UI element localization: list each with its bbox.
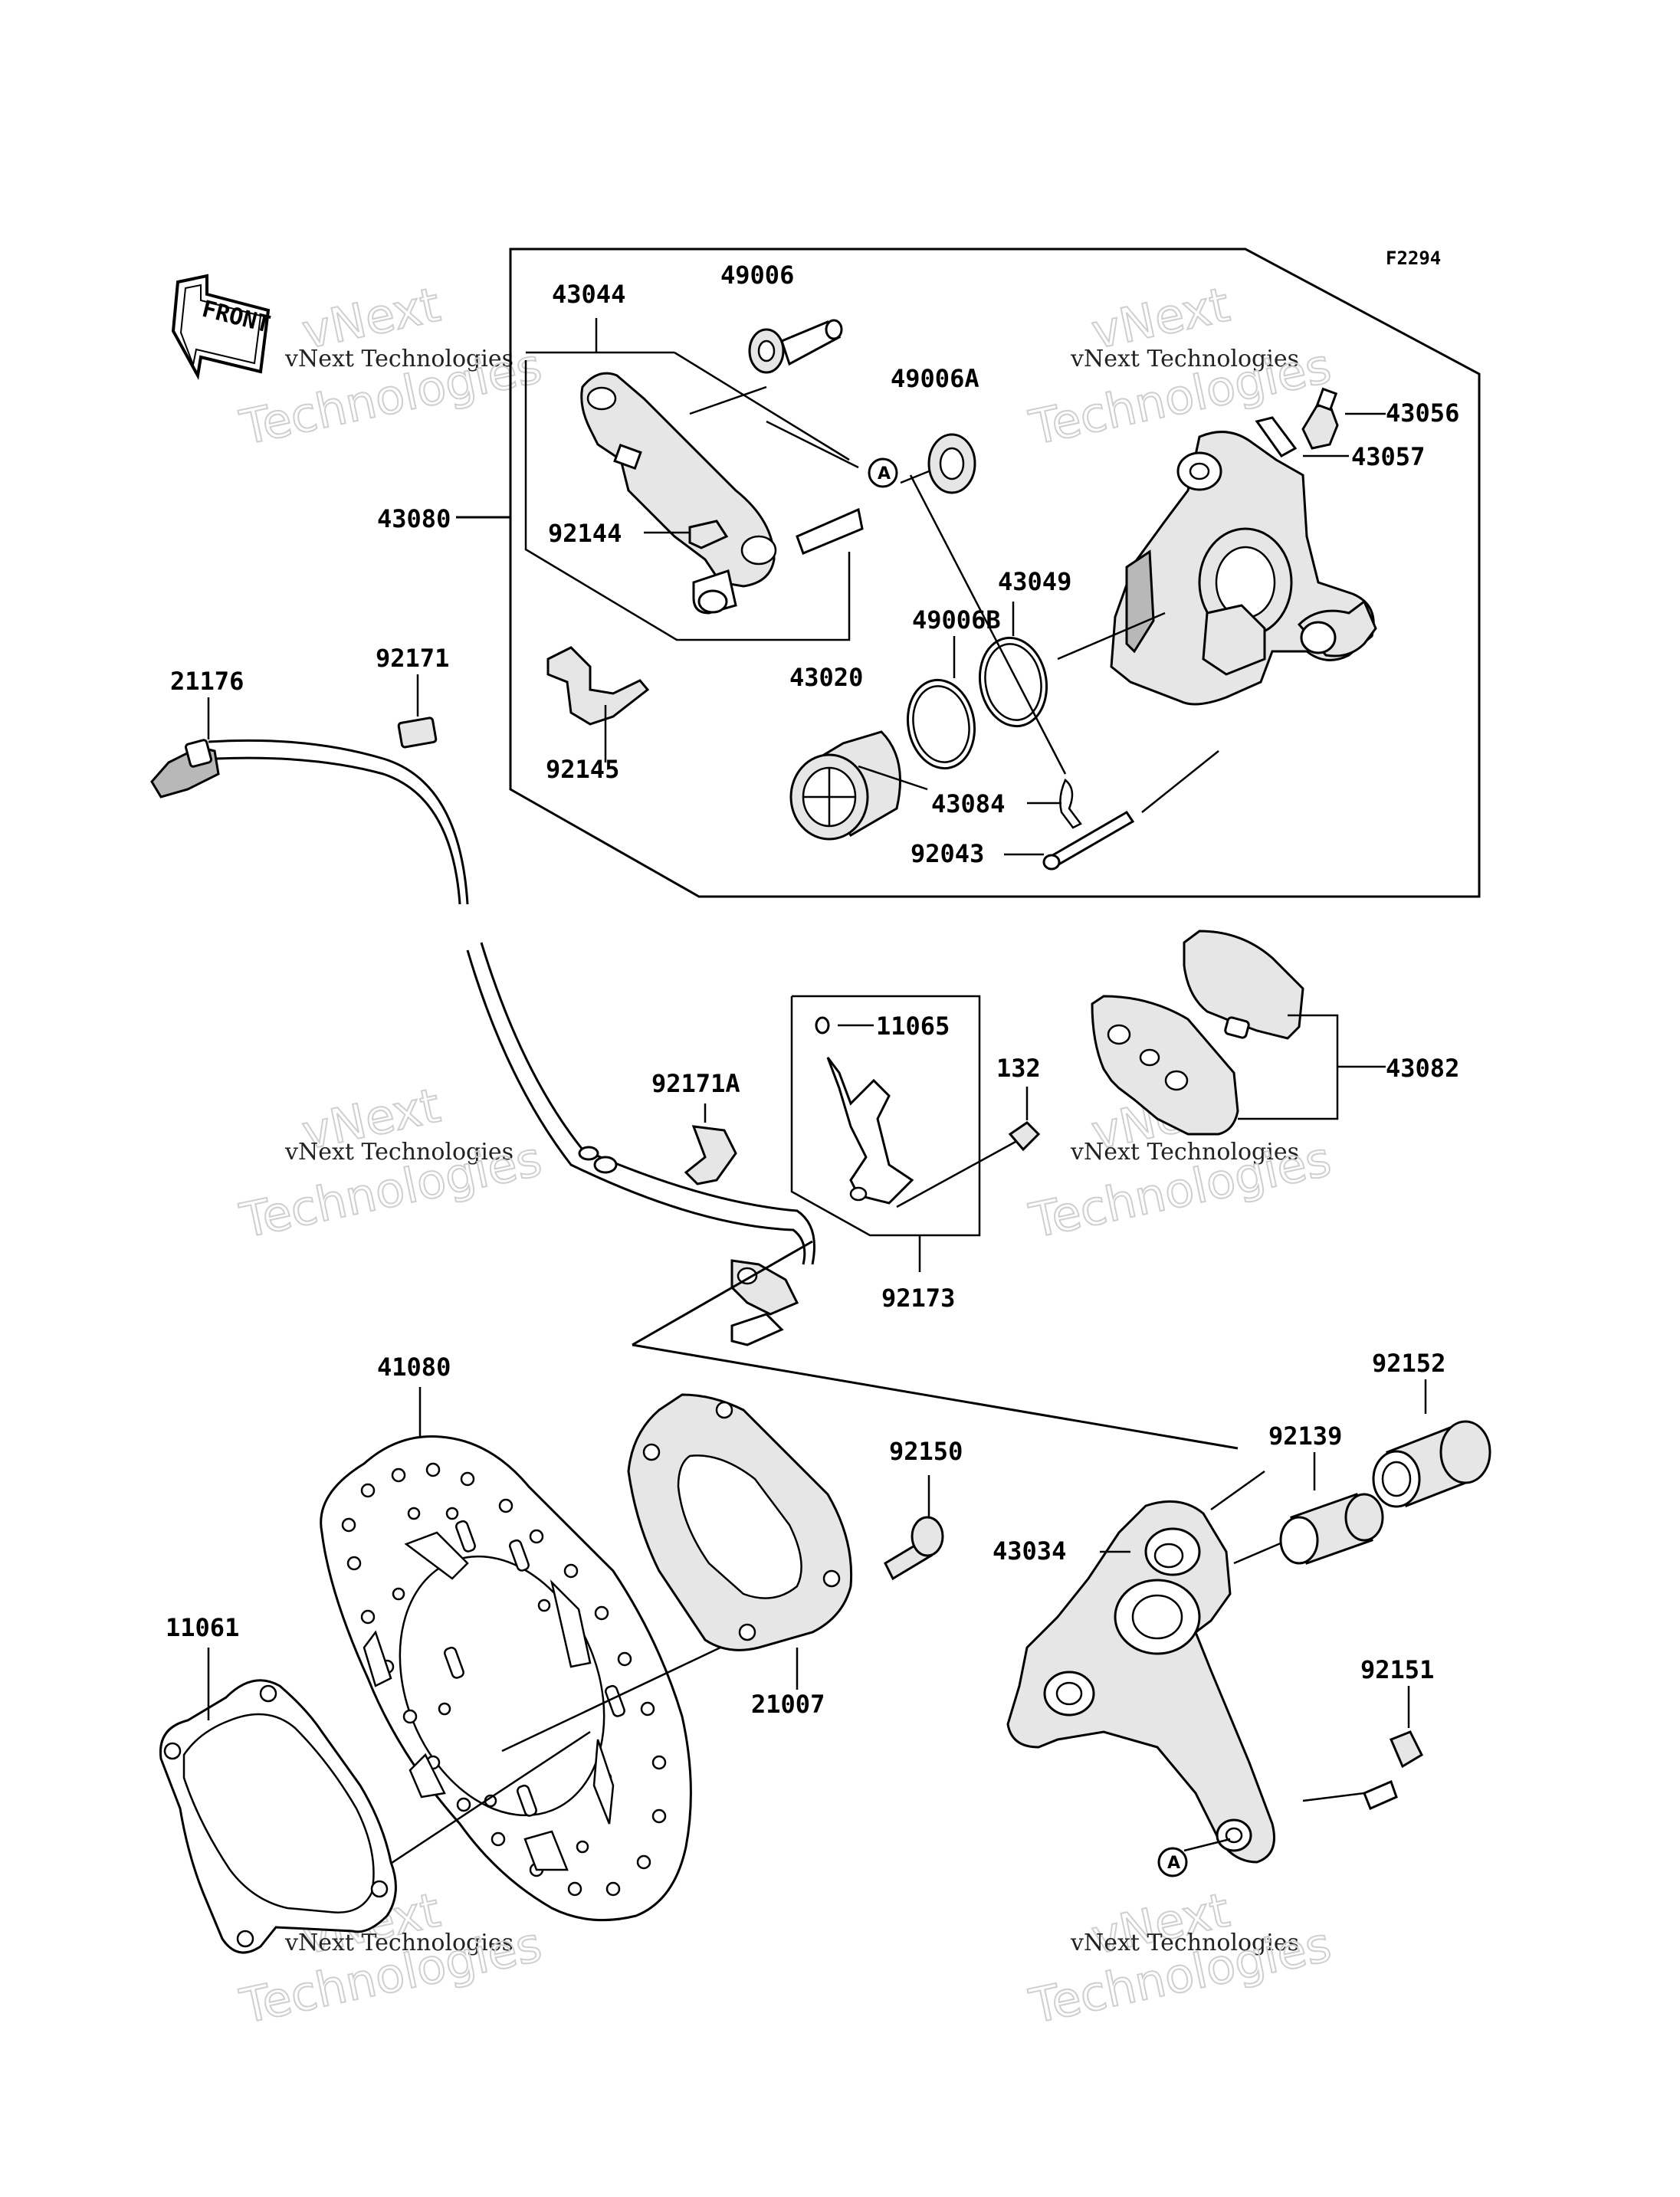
part-label-43044: 43044 <box>552 280 625 309</box>
part-label-21007: 21007 <box>751 1690 825 1719</box>
part-label-43057: 43057 <box>1351 442 1425 471</box>
pin-boot <box>900 433 976 494</box>
brake-disc <box>320 1387 721 1922</box>
part-label-92150: 92150 <box>889 1437 963 1466</box>
bleeder-cap <box>1255 416 1298 457</box>
part-label-43084: 43084 <box>931 789 1005 818</box>
part-label-43080: 43080 <box>377 504 451 533</box>
pin-clip <box>1059 779 1082 829</box>
figure-code: F2294 <box>1386 248 1441 269</box>
svg-text:vNext Technologies: vNext Technologies <box>284 346 514 372</box>
part-label-43020: 43020 <box>789 663 863 692</box>
part-label-21176: 21176 <box>170 667 244 696</box>
caliper-assembly-frame <box>509 248 1481 898</box>
bushing <box>1372 1379 1491 1508</box>
part-label-49006a: 49006A <box>891 364 979 393</box>
part-label-49006b: 49006B <box>912 605 1001 635</box>
collar <box>1279 1452 1384 1565</box>
part-label-43082: 43082 <box>1386 1054 1459 1083</box>
slide-pin <box>748 319 843 374</box>
svg-text:A: A <box>878 464 891 484</box>
part-label-92144: 92144 <box>548 519 622 548</box>
part-label-92173: 92173 <box>881 1284 955 1313</box>
part-label-43049: 43049 <box>998 567 1071 596</box>
front-arrow-icon: FRONT <box>171 274 273 381</box>
brake-pads <box>1091 930 1386 1136</box>
abs-sensor-lead <box>150 697 815 1346</box>
bolt-132 <box>1008 1087 1041 1152</box>
part-label-92151: 92151 <box>1360 1655 1434 1684</box>
part-label-43056: 43056 <box>1386 398 1459 428</box>
part-label-11061: 11061 <box>166 1613 239 1642</box>
bleeder-valve <box>1301 387 1386 450</box>
arm-bolt <box>1302 1686 1423 1810</box>
caliper-bracket <box>524 318 864 641</box>
sensor-bracket-group <box>632 995 1239 1450</box>
svg-text:vNext Technologies: vNext Technologies <box>284 1930 514 1956</box>
part-label-11065: 11065 <box>876 1012 950 1041</box>
svg-text:vNext Technologies: vNext Technologies <box>284 1139 514 1166</box>
svg-text:vNext Technologies: vNext Technologies <box>1070 1139 1299 1166</box>
hub-gasket <box>159 1648 397 1954</box>
caliper-body <box>1110 431 1377 706</box>
caliper-bracket-arm <box>1006 1470 1288 1864</box>
svg-text:vNext Technologies: vNext Technologies <box>1070 346 1299 372</box>
part-label-92171: 92171 <box>376 644 449 673</box>
watermark-top-left: vNext vNext Technologies Technologies <box>235 276 547 457</box>
part-label-41080: 41080 <box>377 1353 451 1382</box>
disc-bolt <box>884 1475 944 1581</box>
pad-spring <box>546 646 650 762</box>
watermark-top-right: vNext vNext Technologies Technologies <box>1024 276 1337 457</box>
part-label-92139: 92139 <box>1268 1421 1342 1451</box>
caliper-piston <box>789 730 928 841</box>
lead-clip <box>684 1125 737 1185</box>
callout-a-top <box>868 457 898 488</box>
callout-a-bottom <box>1157 1847 1188 1877</box>
pad-pin <box>1004 750 1219 871</box>
part-label-92152: 92152 <box>1372 1349 1445 1378</box>
part-label-49006: 49006 <box>720 261 794 290</box>
part-label-132: 132 <box>996 1054 1041 1083</box>
sensor-rotor <box>627 1393 853 1690</box>
watermark-mid-left: vNext vNext Technologies Technologies <box>235 1077 547 1250</box>
connector-cap <box>397 716 438 749</box>
part-labels: 43044 49006 49006A 43056 43057 43080 92144 4304… <box>166 261 1459 1719</box>
part-label-92043: 92043 <box>911 839 984 868</box>
part-label-92171a: 92171A <box>651 1069 740 1098</box>
part-label-43034: 43034 <box>993 1536 1066 1566</box>
bracket-clip <box>688 520 729 549</box>
watermark-bottom-right: vNext vNext Technologies Technologies <box>1024 1881 1337 2035</box>
svg-text:vNext Technologies: vNext Technologies <box>1070 1930 1299 1956</box>
part-label-92145: 92145 <box>546 755 619 784</box>
svg-text:A: A <box>1167 1854 1180 1873</box>
